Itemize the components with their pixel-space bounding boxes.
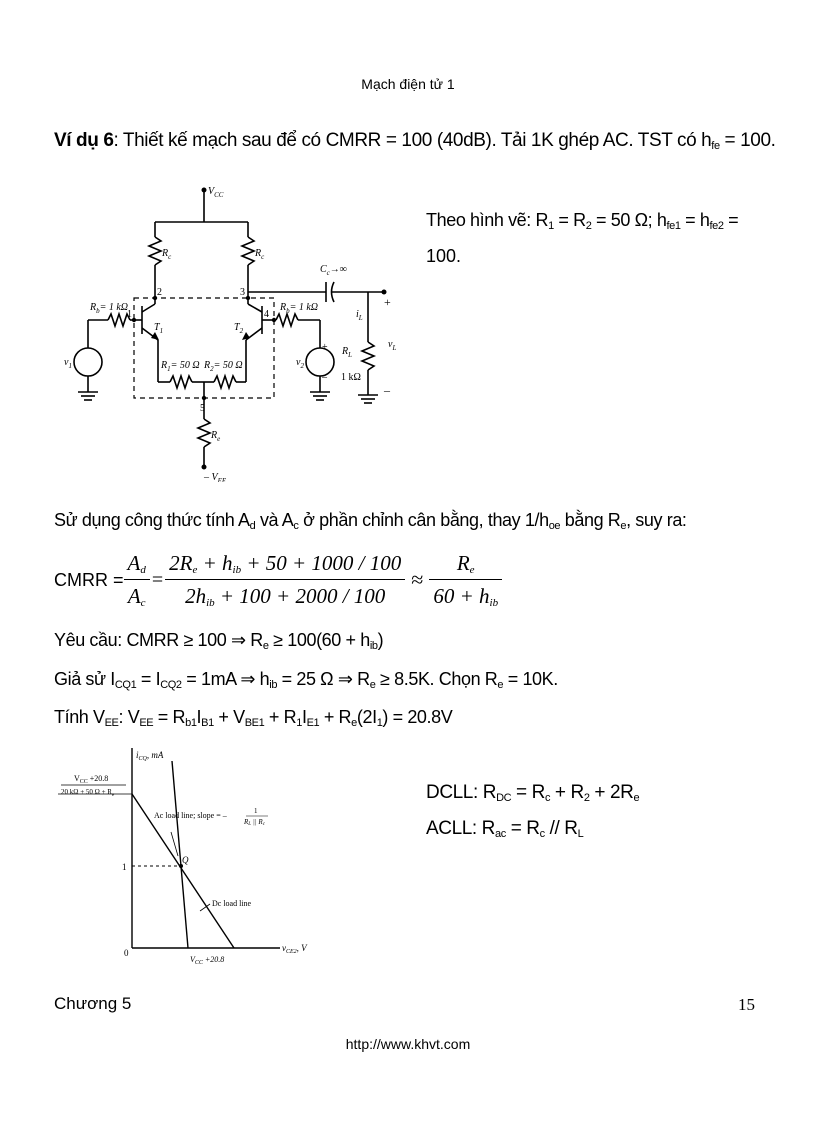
fraction-ad-ac: Ad Ac bbox=[123, 551, 150, 609]
r2-label: R2= 50 Ω bbox=[203, 360, 243, 373]
node-5: 5 bbox=[200, 403, 205, 414]
vee-computation-line: Tính VEE: VEE = Rb1IB1 + VBE1 + R1IE1 + … bbox=[54, 707, 453, 729]
cc-label: Cc→∞ bbox=[320, 264, 347, 277]
figure-description-line1: Theo hình vẽ: R1 = R2 = 50 Ω; hfe1 = hfe… bbox=[426, 210, 739, 232]
ac-slope-numerator: 1 bbox=[254, 807, 258, 815]
differential-amplifier-circuit: VCC Rc Rc Cc→∞ Rb= 1 kΩ Rb= 1 kΩ T1 T2 R… bbox=[64, 186, 396, 482]
ac-slope-denominator: RL || Rc bbox=[243, 818, 266, 827]
y-intercept-denominator: 20 kΩ + 50 Ω + Re bbox=[61, 788, 115, 798]
assumption-line: Giả sử ICQ1 = ICQ2 = 1mA ⇒ hib = 25 Ω ⇒ … bbox=[54, 669, 558, 691]
v2-minus: – bbox=[321, 372, 328, 383]
fraction-approx: Re 60 + hib bbox=[429, 551, 503, 609]
minus-sign: – bbox=[383, 383, 391, 397]
node-3: 3 bbox=[240, 287, 245, 298]
requirement-line: Yêu cầu: CMRR ≥ 100 ⇒ Re ≥ 100(60 + hib) bbox=[54, 630, 384, 652]
page-number: 15 bbox=[738, 995, 755, 1014]
page-header: Mạch điện tử 1 bbox=[361, 76, 455, 92]
v2-plus: + bbox=[322, 342, 328, 353]
example-statement: Ví dụ 6: Thiết kế mạch sau để có CMRR = … bbox=[54, 130, 776, 152]
origin-label: 0 bbox=[124, 948, 129, 958]
cmrr-formula: CMRR = Ad Ac = 2Re + hib + 50 + 1000 / 1… bbox=[54, 538, 503, 622]
dc-load-line bbox=[131, 793, 235, 949]
rb-left-label: Rb= 1 kΩ bbox=[89, 302, 128, 315]
example-label: Ví dụ 6 bbox=[54, 130, 114, 151]
node-4: 4 bbox=[264, 309, 269, 320]
vcc-label: VCC bbox=[208, 186, 224, 199]
t1-label: T1 bbox=[154, 322, 163, 335]
il-label: iL bbox=[356, 309, 363, 322]
vl-label: vL bbox=[388, 339, 396, 352]
ac-load-line bbox=[171, 760, 189, 949]
fraction-expanded: 2Re + hib + 50 + 1000 / 100 2hib + 100 +… bbox=[165, 551, 406, 609]
v1-label: v1 bbox=[64, 357, 72, 370]
chapter-label: Chương 5 bbox=[54, 994, 132, 1013]
r1-label: R1= 50 Ω bbox=[160, 360, 200, 373]
y-axis-label: iCQ, mA bbox=[136, 750, 164, 762]
x-axis-label: vCE2, V bbox=[282, 943, 308, 955]
rb-right-label: Rb= 1 kΩ bbox=[279, 302, 318, 315]
dcll-line: DCLL: RDC = Rc + R2 + 2Re bbox=[426, 782, 640, 804]
x-intercept-label: VCC +20.8 bbox=[190, 955, 224, 966]
node-1: 1 bbox=[127, 309, 132, 320]
method-paragraph: Sử dụng công thức tính Ad và Ac ở phần c… bbox=[54, 510, 687, 532]
plus-sign: + bbox=[384, 295, 391, 309]
figure-description-line2: 100. bbox=[426, 246, 462, 266]
acll-line: ACLL: Rac = Rc // RL bbox=[426, 818, 584, 840]
v2-label: v2 bbox=[296, 357, 304, 370]
y-intercept-numerator: VCC +20.8 bbox=[74, 774, 108, 785]
ac-load-line-label: Ac load line; slope = – bbox=[154, 811, 228, 820]
rl-value: 1 kΩ bbox=[341, 372, 361, 383]
rc-left-label: Rc bbox=[161, 248, 172, 261]
y-tick-1: 1 bbox=[122, 862, 127, 872]
t2-label: T2 bbox=[234, 322, 244, 335]
dc-load-line-label: Dc load line bbox=[212, 899, 252, 908]
website-url[interactable]: http://www.khvt.com bbox=[345, 1036, 471, 1052]
q-point-label: Q bbox=[182, 855, 189, 865]
rc-right-label: Rc bbox=[254, 248, 265, 261]
load-line-graph: iCQ, mA vCE2, V VCC +20.8 20 kΩ + 50 Ω +… bbox=[58, 748, 308, 966]
re-tail-label: Re bbox=[210, 430, 220, 443]
node-2: 2 bbox=[157, 287, 162, 298]
rl-label: RL bbox=[341, 346, 352, 359]
vee-label: – VEE bbox=[203, 472, 227, 482]
